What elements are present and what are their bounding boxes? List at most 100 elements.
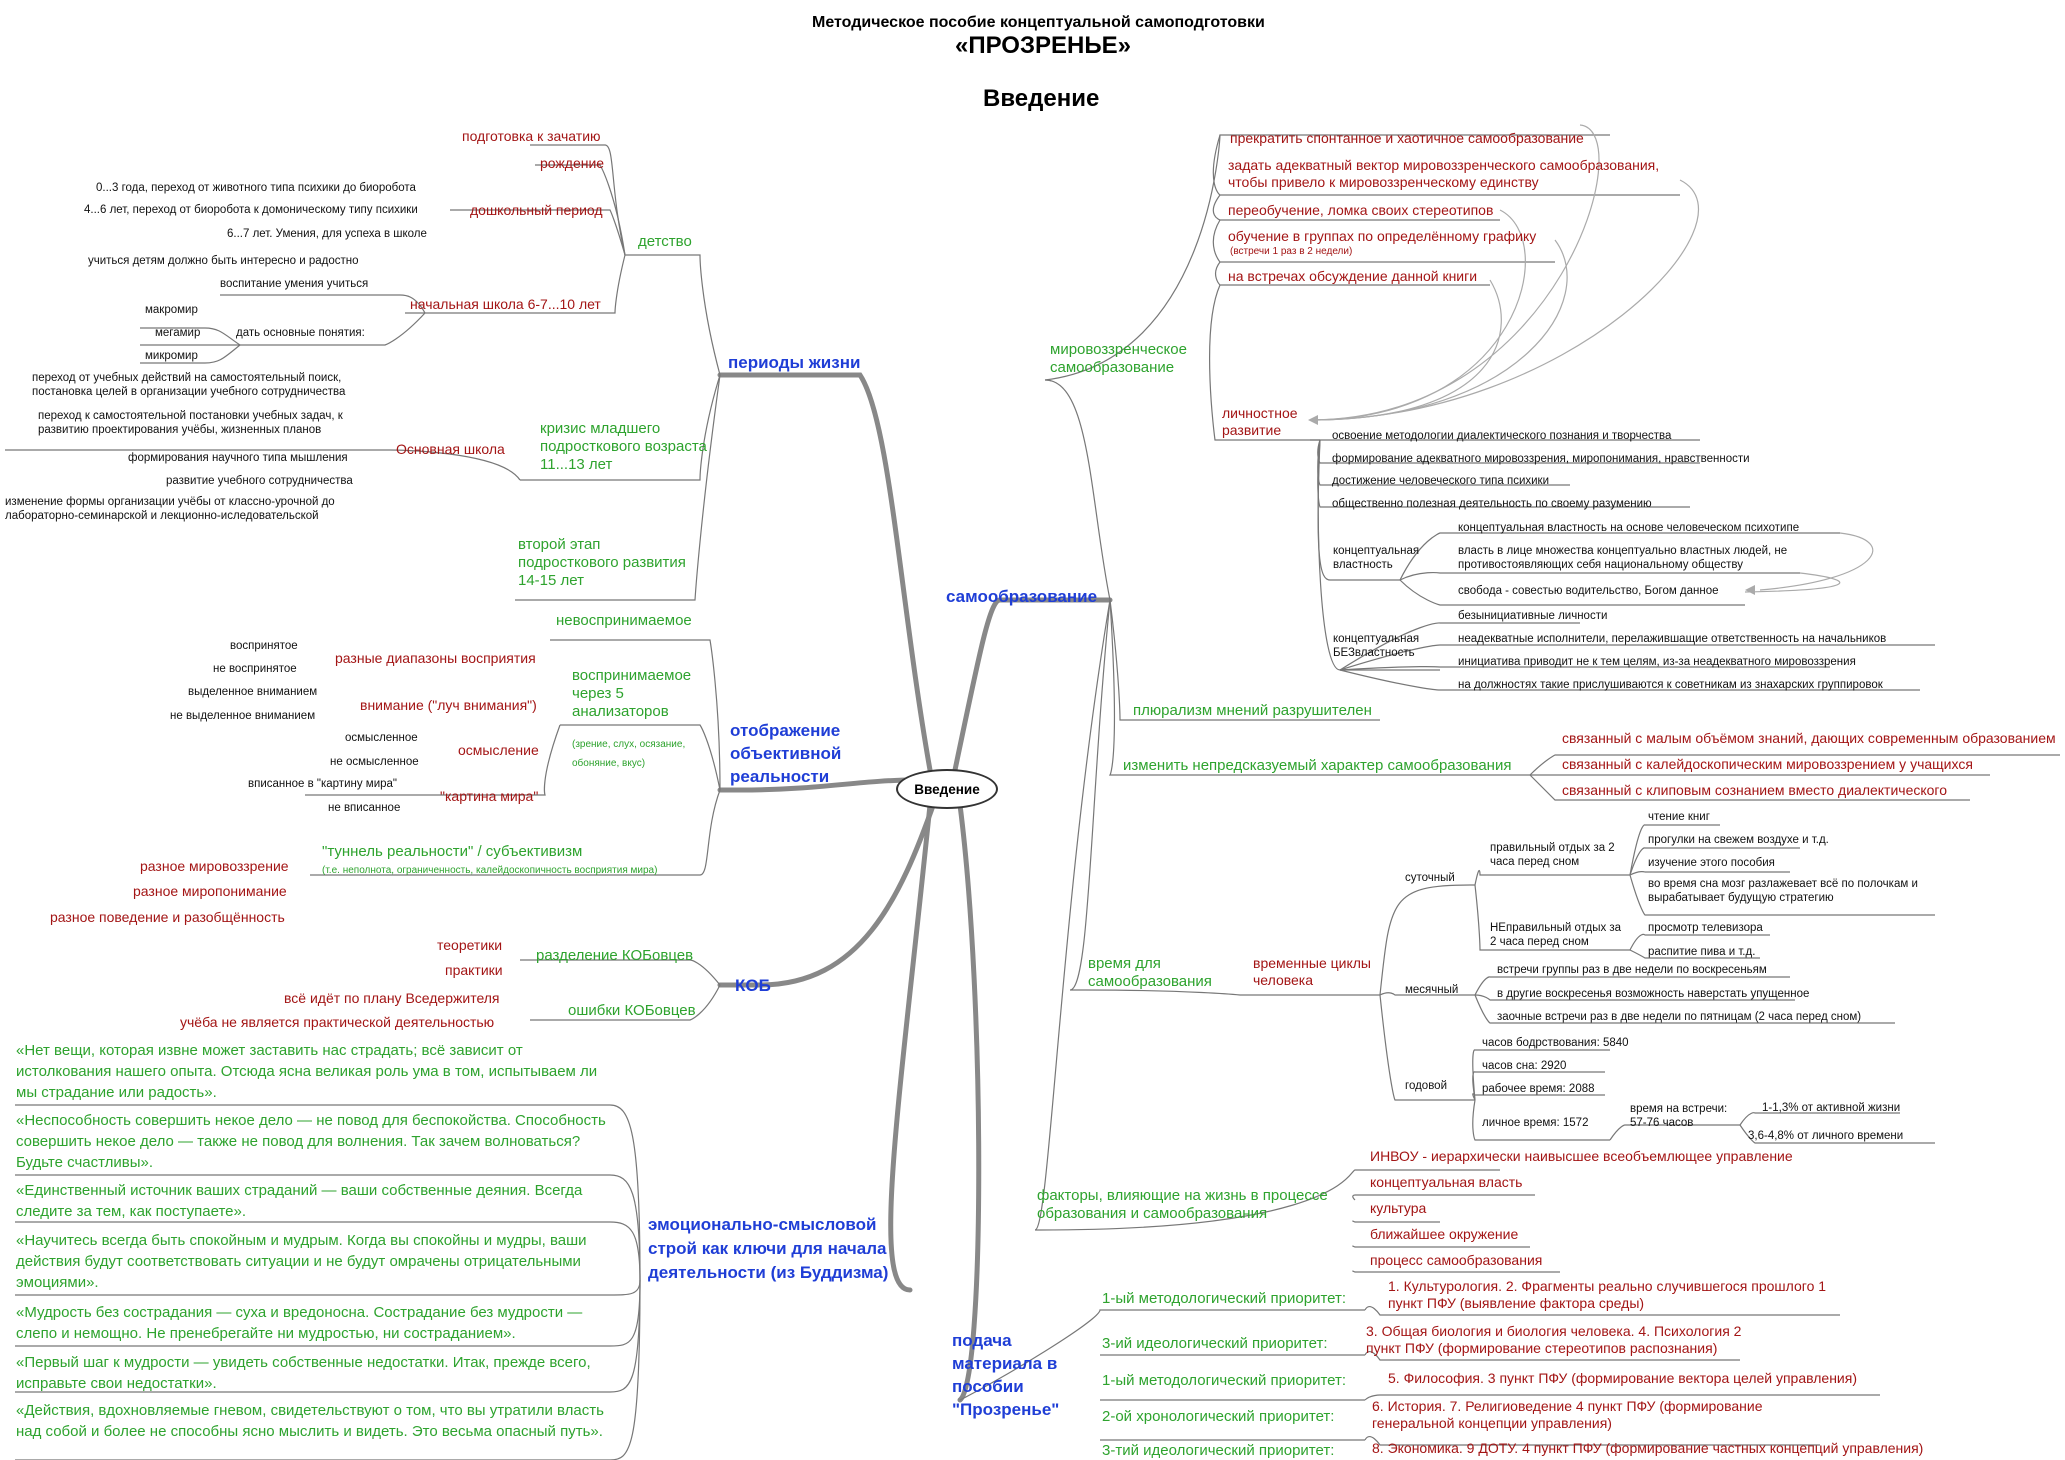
kob-division-label[interactable]: разделение КОБовцев [536,947,694,964]
power-item: власть в лице множества концептуально вл… [1458,545,1788,571]
meeting-item: 3,6-4,8% от личного времени [1748,1130,1904,1142]
yearly-item: рабочее время: 2088 [1482,1083,1595,1095]
kob-errors-item[interactable]: учёба не является практической деятельно… [180,1014,495,1030]
primary-label[interactable]: начальная школа 6-7...10 лет [410,296,601,312]
buddhism-quote: «Неспособность совершить некое дело — не… [16,1112,606,1171]
monthly-label[interactable]: месячный [1405,984,1459,996]
imperceptible-label[interactable]: невоспринимаемое [556,612,692,629]
tunnel-label[interactable]: "туннель реальности" / субъективизм [322,843,583,860]
change-label[interactable]: изменить непредсказуемый характер самооб… [1123,757,1512,774]
pluralism-label[interactable]: плюрализм мнений разрушителен [1133,702,1372,719]
crisis-label[interactable]: кризис младшего подросткового возраста 1… [540,420,707,473]
priority-value: 3. Общая биология и биология человека. 4… [1366,1323,1742,1356]
priority-label[interactable]: 3-тий идеологический приоритет: [1102,1442,1335,1459]
worldview-item[interactable]: задать адекватный вектор мировоззренческ… [1228,157,1660,190]
power-label[interactable]: концептуальная властность [1333,545,1420,571]
cycles-label[interactable]: временные циклы человека [1253,955,1371,988]
school-item: изменение формы организации учёбы от кла… [5,496,335,522]
priority-label[interactable]: 2-ой хронологический приоритет: [1102,1408,1335,1425]
worldview-label[interactable]: мировоззренческое самообразование [1050,341,1187,376]
school-item: переход к самостоятельной постановки уче… [38,410,343,436]
ranges-label[interactable]: разные диапазоны восприятия [335,650,536,666]
header-section: Введение [983,85,1100,112]
buddhism-label[interactable]: эмоционально-смысловой строй как ключи д… [648,1215,889,1282]
daily-right-label[interactable]: правильный отдых за 2 часа перед сном [1490,842,1615,868]
picture-item: не вписанное [328,802,401,814]
worldview-item[interactable]: на встречах обсуждение данной книги [1228,268,1478,284]
monthly-item: в другие воскресенья возможность наверст… [1497,988,1810,1000]
ranges-item: не воспринятое [213,663,297,675]
attention-label[interactable]: внимание ("луч внимания") [360,697,537,713]
yearly-item: часов сна: 2920 [1482,1060,1567,1072]
ranges-item: воспринятое [230,640,298,652]
priority-label[interactable]: 1-ый методологический приоритет: [1102,1372,1347,1389]
outcome-item[interactable]: разное миропонимание [133,883,287,899]
kob-errors-label[interactable]: ошибки КОБовцев [568,1002,696,1019]
personal-item: достижение человеческого типа психики [1332,475,1550,487]
daily-wrong-item: распитие пива и т.д. [1648,946,1756,958]
powerless-label[interactable]: концептуальная БЕЗвластность [1333,633,1420,659]
preschool-label[interactable]: дошкольный период [470,202,603,218]
kob-division-item[interactable]: практики [445,962,503,978]
material-label[interactable]: подача материала в пособии "Прозренье" [952,1331,1060,1419]
powerless-item: на должностях такие прислушиваются к сов… [1458,679,1883,691]
outcome-item[interactable]: разное поведение и разобщённость [50,909,285,925]
header-brand: «ПРОЗРЕНЬЕ» [955,32,1131,59]
factors-label[interactable]: факторы, влияющие на жизнь в процессе об… [1037,1187,1328,1222]
meeting-label: время на встречи: 57-76 часов [1630,1103,1728,1129]
concept-item: микромир [145,350,198,362]
daily-label[interactable]: суточный [1405,872,1455,884]
worldview-item[interactable]: переобучение, ломка своих стереотипов [1228,202,1494,218]
power-item: концептуальная властность на основе чело… [1458,522,1800,534]
school-label[interactable]: Основная школа [396,441,505,457]
factor-item[interactable]: ИНВОУ - иерархически наивысшее всеобъемл… [1370,1148,1793,1164]
perceptible-label[interactable]: воспринимаемое через 5 анализаторов [572,667,692,720]
change-item[interactable]: связанный с малым объёмом знаний, дающих… [1562,730,2056,746]
outcome-item[interactable]: разное мировоззрение [140,858,289,874]
priority-value: 8. Экономика. 9 ДОТУ. 4 пункт ПФУ (форми… [1372,1440,1924,1456]
preschool-item: 4...6 лет, переход от биоробота к домони… [84,204,418,216]
priority-value: 5. Философия. 3 пункт ПФУ (формирование … [1388,1370,1857,1386]
personal-label[interactable]: личностное развитие [1222,405,1298,438]
priority-label[interactable]: 3-ий идеологический приоритет: [1102,1335,1328,1352]
factor-item[interactable]: ближайшее окружение [1370,1226,1519,1242]
buddhism-quote: «Нет вещи, которая извне может заставить… [16,1042,598,1101]
personal-item: общественно полезная деятельность по сво… [1332,498,1652,510]
change-item[interactable]: связанный с клиповым сознанием вместо ди… [1562,782,1948,798]
buddhism-quote: «Мудрость без сострадания — суха и вредо… [16,1304,583,1342]
worldview-item[interactable]: обучение в группах по определённому граф… [1228,228,1537,244]
childhood-label[interactable]: детство [638,233,692,250]
meaning-item: не осмысленное [330,756,419,768]
daily-right-item: чтение книг [1648,811,1710,823]
kob-division-item[interactable]: теоретики [437,937,503,953]
daily-wrong-label[interactable]: НЕправильный отдых за 2 часа перед сном [1490,922,1622,948]
reflection-label[interactable]: отображение объективной реальности [730,721,842,786]
second-stage-label[interactable]: второй этап подросткового развития 14-15… [518,536,686,589]
factor-item[interactable]: культура [1370,1200,1427,1216]
priority-label[interactable]: 1-ый методологический приоритет: [1102,1290,1347,1307]
buddhism-quote: «Действия, вдохновляемые гневом, свидете… [16,1402,604,1440]
change-item[interactable]: связанный с калейдоскопическим мировоззр… [1562,756,1973,772]
kob-label[interactable]: КОБ [735,976,771,995]
factor-item[interactable]: концептуальная власть [1370,1174,1523,1190]
attention-item: не выделенное вниманием [170,710,316,722]
meaning-item: осмысленное [345,732,418,744]
periods-label[interactable]: периоды жизни [728,353,861,372]
meeting-item: 1-1,3% от активной жизни [1762,1102,1901,1114]
priority-value: 1. Культурология. 2. Фрагменты реально с… [1388,1278,1827,1311]
factor-item[interactable]: процесс самообразования [1370,1252,1543,1268]
kob-errors-item[interactable]: всё идёт по плану Вседержителя [284,990,500,1006]
primary-item: учиться детям должно быть интересно и ра… [88,255,359,267]
picture-label[interactable]: "картина мира" [440,788,539,804]
conception-label[interactable]: подготовка к зачатию [462,128,601,144]
primary-item: воспитание умения учиться [220,278,369,290]
time-label[interactable]: время для самообразования [1088,955,1212,990]
center-node[interactable]: Введение [896,769,998,809]
yearly-label[interactable]: годовой [1405,1080,1447,1092]
worldview-item[interactable]: прекратить спонтанное и хаотичное самооб… [1230,130,1584,146]
monthly-item: заочные встречи раз в две недели по пятн… [1497,1011,1862,1023]
self-education-label[interactable]: самообразование [946,587,1098,606]
meaning-label[interactable]: осмысление [458,742,539,758]
birth-label[interactable]: рождение [540,155,605,171]
